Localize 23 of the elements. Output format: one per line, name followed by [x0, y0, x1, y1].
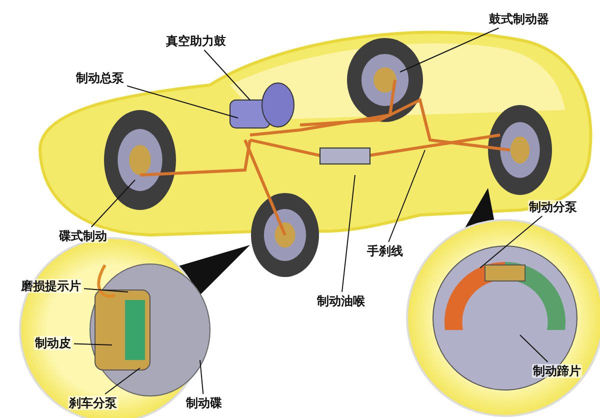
leader-line	[126, 85, 238, 118]
leader-line	[204, 50, 250, 100]
part-label: 制动分泵	[528, 200, 578, 214]
leader-line	[400, 28, 500, 72]
leader-line	[520, 334, 548, 362]
leader-line	[90, 180, 136, 228]
leader-line	[342, 174, 356, 292]
leader-line	[200, 360, 204, 394]
part-label: 手刹线	[366, 244, 404, 258]
leader-line	[388, 150, 426, 242]
part-label: 刹车分泵	[68, 396, 118, 410]
part-label: 制动总泵	[75, 71, 125, 85]
leader-line	[84, 288, 128, 292]
part-label: 制动油喉	[316, 294, 366, 308]
leader-line	[104, 368, 140, 394]
part-label: 真空助力鼓	[165, 34, 227, 48]
part-label: 鼓式制动器	[488, 12, 550, 26]
part-label: 制动碟	[185, 396, 223, 410]
leader-line	[74, 343, 112, 346]
part-label: 制动皮	[34, 336, 72, 350]
part-label: 碟式制动	[58, 229, 108, 243]
part-label: 制动蹄片	[532, 364, 582, 378]
part-label: 磨损提示片	[20, 279, 82, 293]
